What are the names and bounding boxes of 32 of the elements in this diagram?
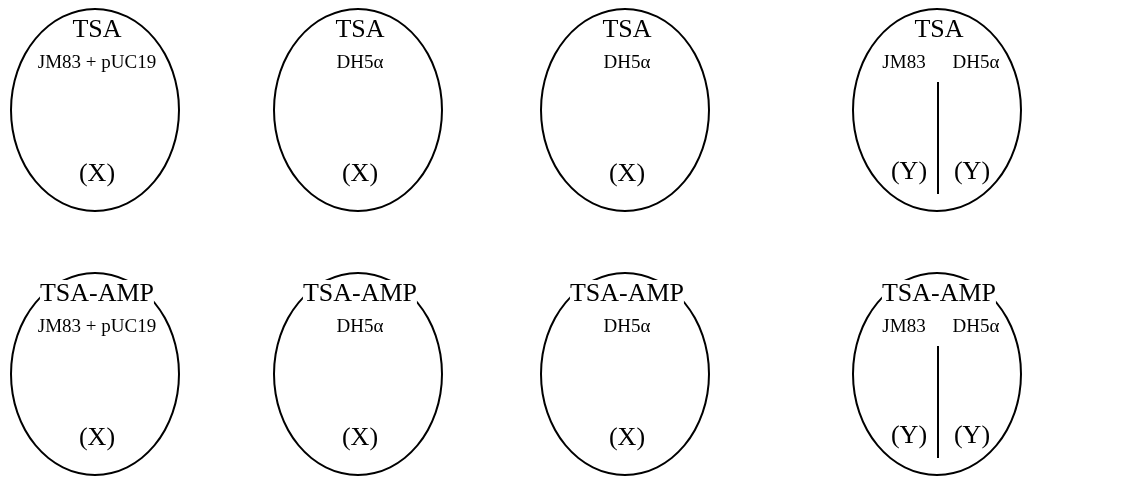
sample-marker: (X)	[341, 160, 379, 186]
strain-label: JM83 + pUC19	[37, 52, 157, 71]
medium-label: TSA-AMP	[302, 280, 418, 306]
sample-marker: (X)	[608, 424, 646, 450]
petri-dish	[273, 272, 443, 476]
sample-marker: (X)	[78, 424, 116, 450]
strain-label: JM83	[882, 316, 926, 335]
strain-label: JM83 + pUC19	[37, 316, 157, 335]
strain-label: DH5α	[603, 52, 651, 71]
petri-dish	[852, 272, 1022, 476]
sample-marker: (Y)	[890, 422, 928, 448]
strain-label: DH5α	[603, 316, 651, 335]
medium-label: TSA-AMP	[39, 280, 155, 306]
petri-dish	[10, 272, 180, 476]
petri-dish	[540, 8, 710, 212]
sample-marker: (X)	[78, 160, 116, 186]
petri-dish	[10, 8, 180, 212]
sample-marker: (X)	[341, 424, 379, 450]
sample-marker: (X)	[608, 160, 646, 186]
petri-dish	[273, 8, 443, 212]
petri-dish	[852, 8, 1022, 212]
petri-dish	[540, 272, 710, 476]
medium-label: TSA-AMP	[881, 280, 997, 306]
sample-marker: (Y)	[953, 158, 991, 184]
sample-marker: (Y)	[890, 158, 928, 184]
strain-label: DH5α	[336, 52, 384, 71]
strain-label: DH5α	[952, 316, 1000, 335]
medium-label: TSA-AMP	[569, 280, 685, 306]
sample-marker: (Y)	[953, 422, 991, 448]
strain-label: JM83	[882, 52, 926, 71]
strain-label: DH5α	[336, 316, 384, 335]
strain-label: DH5α	[952, 52, 1000, 71]
